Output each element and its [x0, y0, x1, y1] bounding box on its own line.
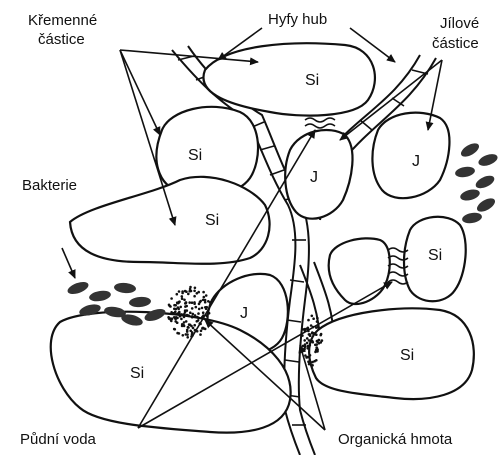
particles — [51, 43, 474, 432]
si-left-mid-particle — [70, 177, 270, 264]
label-hyfy-hub: Hyfy hub — [268, 11, 327, 28]
j-center-particle — [285, 130, 352, 219]
label-kremenne-line2: částice — [38, 31, 85, 48]
label-si-left-upper: Si — [188, 147, 202, 164]
label-jilove-line2: částice — [432, 35, 479, 52]
label-jilove-line1: Jílové — [440, 15, 479, 32]
si-top-particle — [203, 43, 374, 115]
label-j-lower: J — [240, 305, 248, 322]
label-bakterie: Bakterie — [22, 177, 77, 194]
label-j-right: J — [412, 153, 420, 170]
label-si-left-mid: Si — [205, 212, 219, 229]
label-si-bottom-left: Si — [130, 365, 144, 382]
label-j-center: J — [310, 169, 318, 186]
label-pudni-voda: Půdní voda — [20, 431, 97, 448]
label-si-bottom-right: Si — [400, 347, 414, 364]
j-small-right-particle — [329, 238, 390, 304]
label-si-top: Si — [305, 72, 319, 89]
label-si-right-small: Si — [428, 247, 442, 264]
label-kremenne-line1: Křemenné — [28, 12, 97, 29]
j-right-particle — [372, 113, 449, 199]
si-bottom-right-particle — [309, 308, 474, 399]
label-organicka-hmota: Organická hmota — [338, 431, 453, 448]
